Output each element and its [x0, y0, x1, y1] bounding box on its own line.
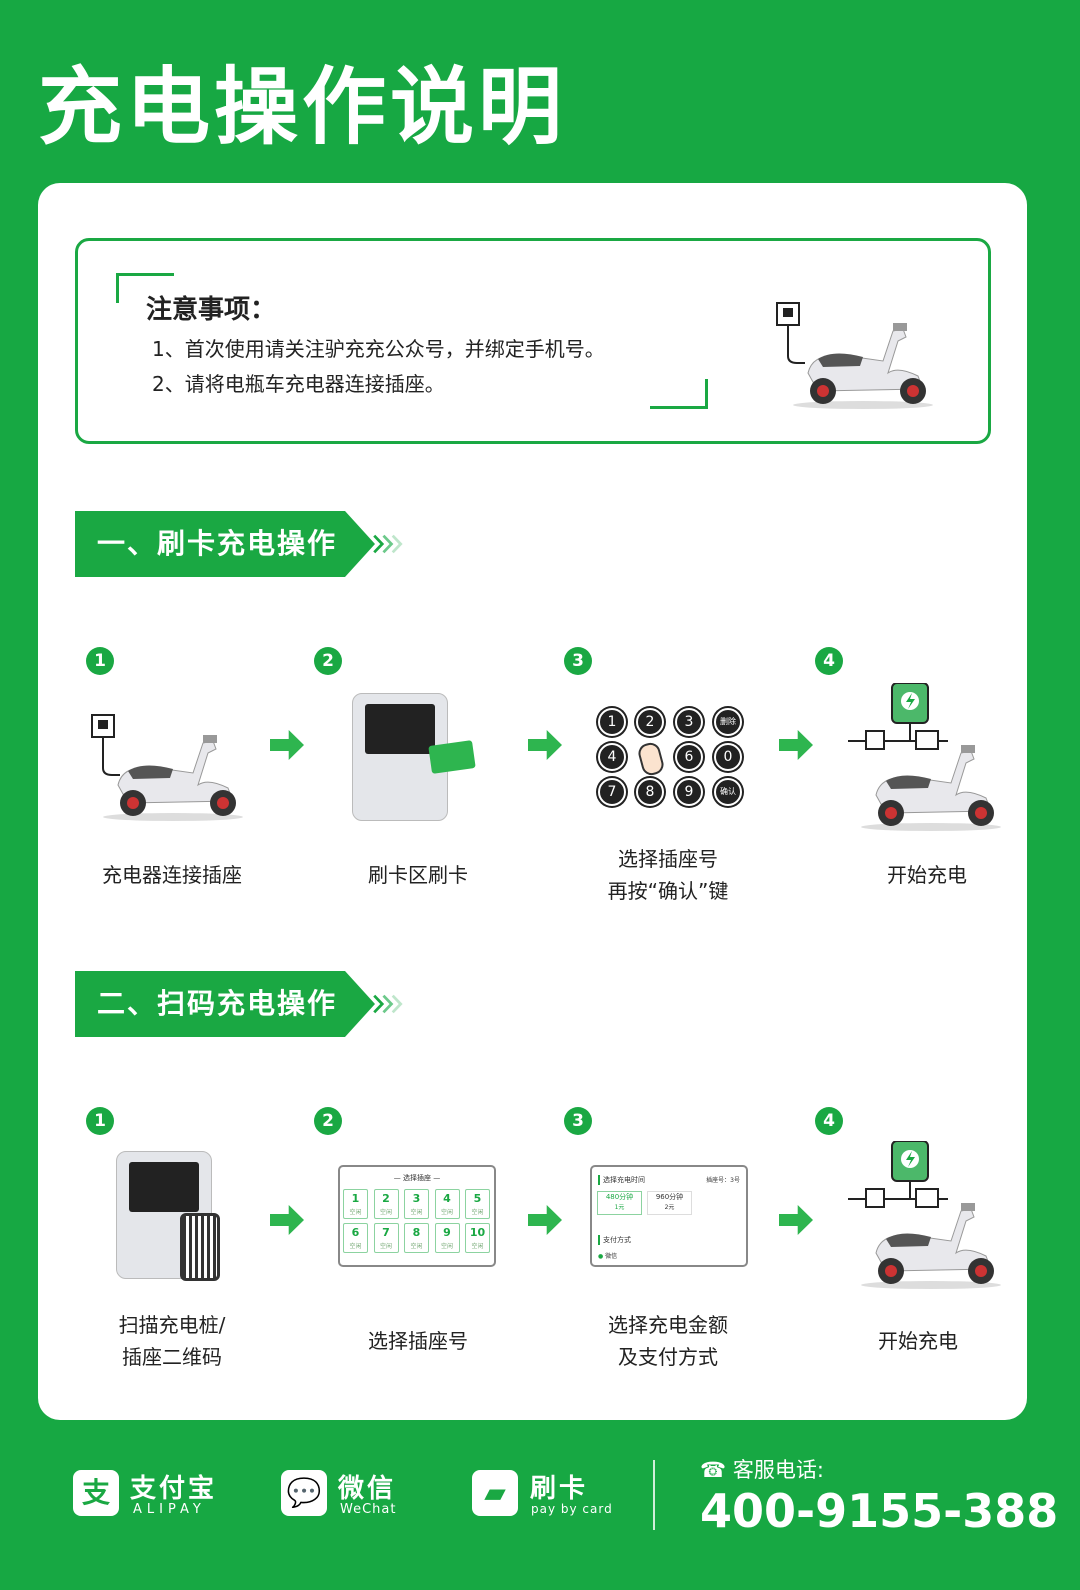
arrow-icon: [528, 730, 562, 760]
step-label: 充电器连接插座: [102, 863, 242, 887]
card-icon: [428, 740, 476, 774]
arrow-icon: [270, 1205, 304, 1235]
step-label: 刷卡区刷卡: [368, 863, 468, 887]
scooter-icon: [98, 723, 248, 823]
notice-box: 注意事项： 1、首次使用请关注驴充充公众号，并绑定手机号。 2、请将电瓶车充电器…: [75, 238, 991, 444]
notice-line: 1、首次使用请关注驴充充公众号，并绑定手机号。: [152, 337, 605, 361]
arrow-icon: [779, 730, 813, 760]
keypad-key: 4: [598, 743, 626, 771]
arrow-icon: [528, 1205, 562, 1235]
alipay-sub: ALIPAY: [133, 1502, 206, 1517]
alipay-icon: 支: [73, 1470, 119, 1516]
keypad-key: 8: [636, 778, 664, 806]
instruction-card: 注意事项： 1、首次使用请关注驴充充公众号，并绑定手机号。 2、请将电瓶车充电器…: [38, 183, 1027, 1420]
keypad-key: 2: [636, 708, 664, 736]
corner-decoration: [116, 273, 174, 303]
keypad-key: 1: [598, 708, 626, 736]
notice-line: 2、请将电瓶车充电器连接插座。: [152, 372, 445, 396]
phone-qr-icon: [180, 1213, 220, 1281]
keypad-key: 删除: [714, 708, 742, 736]
card-icon: ▰: [472, 1470, 518, 1516]
step-label: 选择充电金额及支付方式: [608, 1313, 728, 1369]
step-label: 开始充电: [887, 863, 967, 887]
keypad-key: 确认: [714, 778, 742, 806]
card-sub: pay by card: [531, 1502, 613, 1516]
hotline-number[interactable]: 400-9155-388: [700, 1484, 1059, 1538]
step-number: 3: [564, 647, 592, 675]
wechat-sub: WeChat: [340, 1502, 397, 1517]
card-label: 刷卡: [530, 1474, 589, 1504]
arrow-icon: [779, 1205, 813, 1235]
corner-decoration: [650, 379, 708, 409]
step-number: 1: [86, 647, 114, 675]
wechat-label: 微信: [338, 1474, 397, 1504]
step-label: 开始充电: [878, 1329, 958, 1353]
chevrons-icon: [373, 534, 403, 554]
step-label: 选择插座号: [368, 1329, 468, 1353]
scooter-icon: [856, 733, 1006, 833]
footer: 支 支付宝 ALIPAY 💬 微信 WeChat ▰ 刷卡 pay by car…: [0, 1440, 1080, 1590]
keypad-key: 3: [675, 708, 703, 736]
keypad-key: 9: [675, 778, 703, 806]
finger-icon: [636, 740, 666, 778]
step-number: 2: [314, 647, 342, 675]
step-label: 扫描充电桩/插座二维码: [118, 1313, 226, 1369]
notice-heading: 注意事项：: [146, 295, 277, 325]
wechat-icon: 💬: [281, 1470, 327, 1516]
step-number: 4: [815, 1107, 843, 1135]
section2-banner: 二、扫码充电操作: [75, 971, 375, 1037]
divider: [653, 1460, 655, 1530]
step-label: 选择插座号再按“确认”键: [607, 847, 729, 903]
step-number: 3: [564, 1107, 592, 1135]
step-number: 4: [815, 647, 843, 675]
phone-icon: ☎: [700, 1458, 733, 1482]
step-number: 1: [86, 1107, 114, 1135]
chevrons-icon: [373, 994, 403, 1014]
alipay-label: 支付宝: [130, 1474, 218, 1504]
scooter-icon: [856, 1191, 1006, 1291]
keypad-key: 7: [598, 778, 626, 806]
scooter-icon: [788, 311, 938, 411]
step-number: 2: [314, 1107, 342, 1135]
page-title: 充电操作说明: [38, 58, 567, 156]
socket-selection-screen: — 选择插座 —: [338, 1165, 496, 1267]
section1-banner: 一、刷卡充电操作: [75, 511, 375, 577]
keypad-key: 6: [675, 743, 703, 771]
keypad-key: 0: [714, 743, 742, 771]
arrow-icon: [270, 730, 304, 760]
hotline-label: ☎ 客服电话:: [700, 1458, 824, 1482]
